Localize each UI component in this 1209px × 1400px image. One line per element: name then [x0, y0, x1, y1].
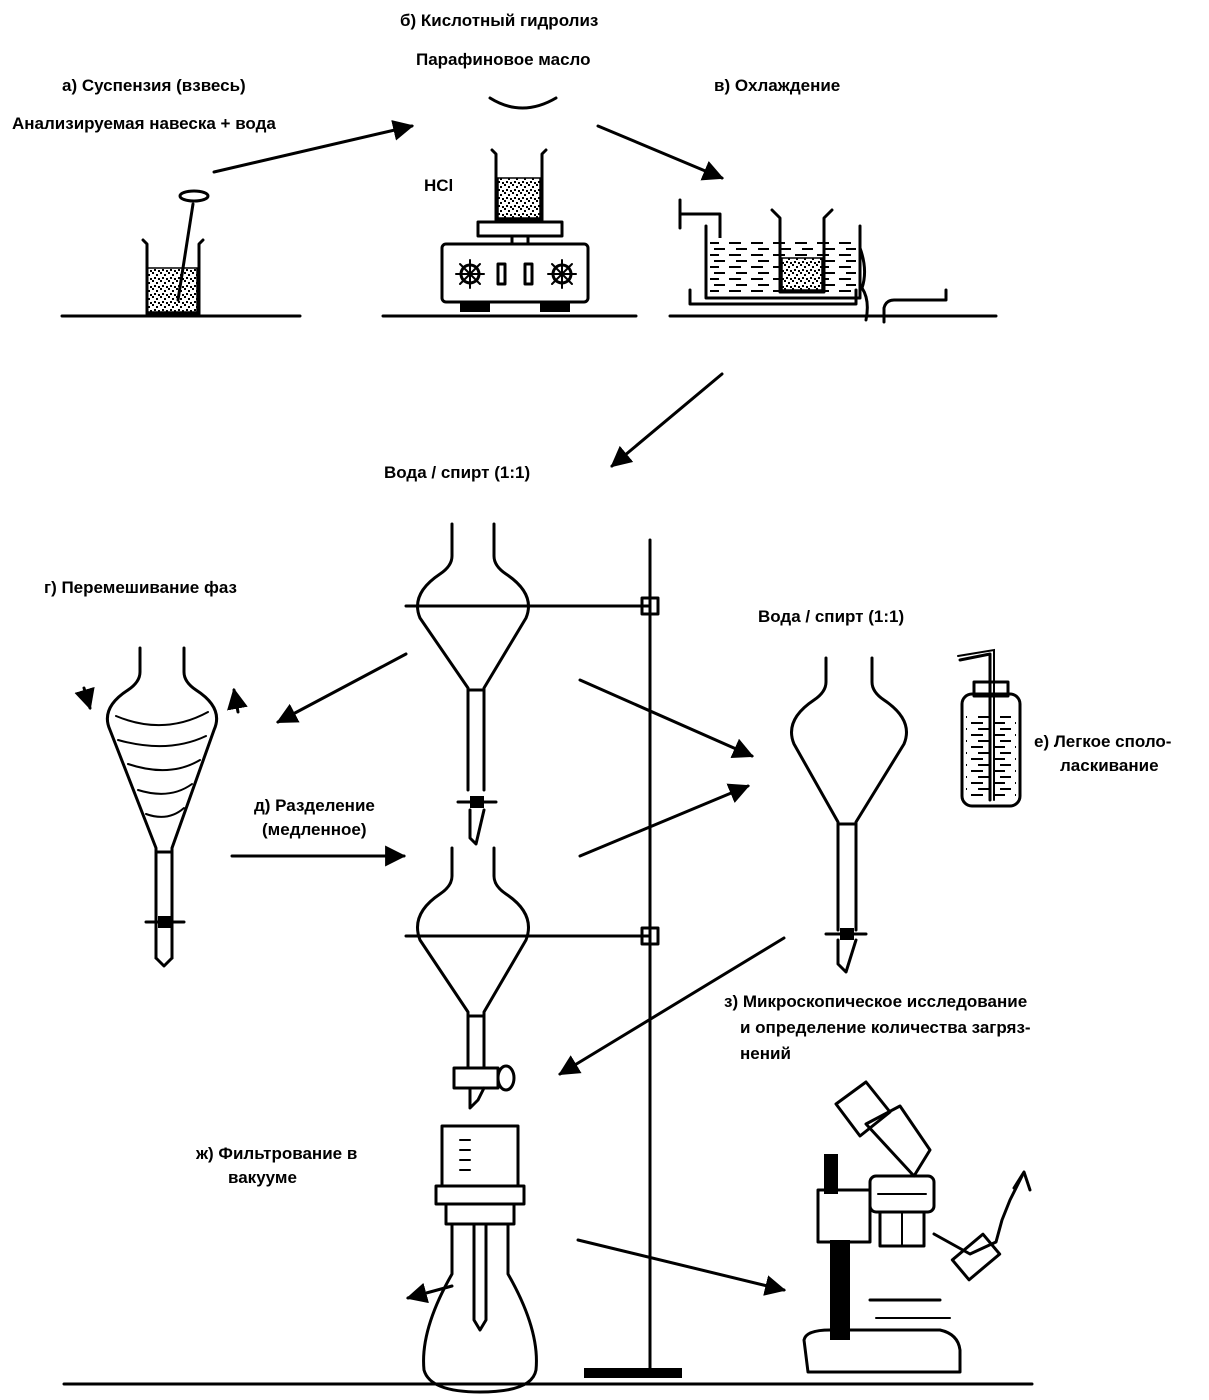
step-e-line2: ласкивание — [1060, 756, 1159, 775]
separatory-funnel-icon — [790, 656, 908, 974]
cooling-bath-icon — [678, 198, 948, 324]
separatory-funnel-icon — [74, 646, 248, 968]
wash-bottle-icon — [957, 648, 1022, 808]
step-d-line1: д) Разделение — [254, 796, 375, 815]
step-b-subtitle: Парафиновое масло — [416, 50, 591, 69]
separatory-funnel-icon — [416, 846, 530, 1110]
step-z-line1: з) Микроскопическое исследование — [724, 992, 1028, 1011]
step-z-line2: и определение количества загряз- — [740, 1018, 1031, 1037]
solvent-label-right: Вода / спирт (1:1) — [758, 607, 905, 626]
step-a-subtitle: Анализируемая навеска + вода — [12, 114, 276, 133]
step-v-title: в) Охлаждение — [714, 76, 841, 95]
lab-stand-icon — [404, 538, 682, 1378]
process-arrows — [212, 120, 787, 1296]
step-z-line3: нений — [740, 1044, 791, 1063]
microscope-icon — [802, 1080, 1032, 1374]
beaker-with-stirrer-icon — [141, 189, 210, 316]
step-a-title: а) Суспензия (взвесь) — [62, 76, 246, 95]
step-b-title: б) Кислотный гидролиз — [400, 11, 599, 30]
step-zh-line1: ж) Фильтрование в — [196, 1144, 358, 1163]
vacuum-filtration-flask-icon — [405, 1124, 538, 1394]
step-d-line2: (медленное) — [262, 820, 367, 839]
bench-lines — [60, 314, 1034, 1386]
step-e-line1: е) Легкое споло- — [1034, 732, 1172, 751]
solvent-label: Вода / спирт (1:1) — [384, 463, 531, 482]
hotplate-with-beaker-icon — [440, 96, 590, 312]
separatory-funnel-icon — [416, 522, 530, 846]
step-zh-line2: вакууме — [228, 1168, 297, 1187]
reagent-label: HCl — [424, 176, 454, 195]
step-g-title: г) Перемешивание фаз — [44, 578, 237, 597]
